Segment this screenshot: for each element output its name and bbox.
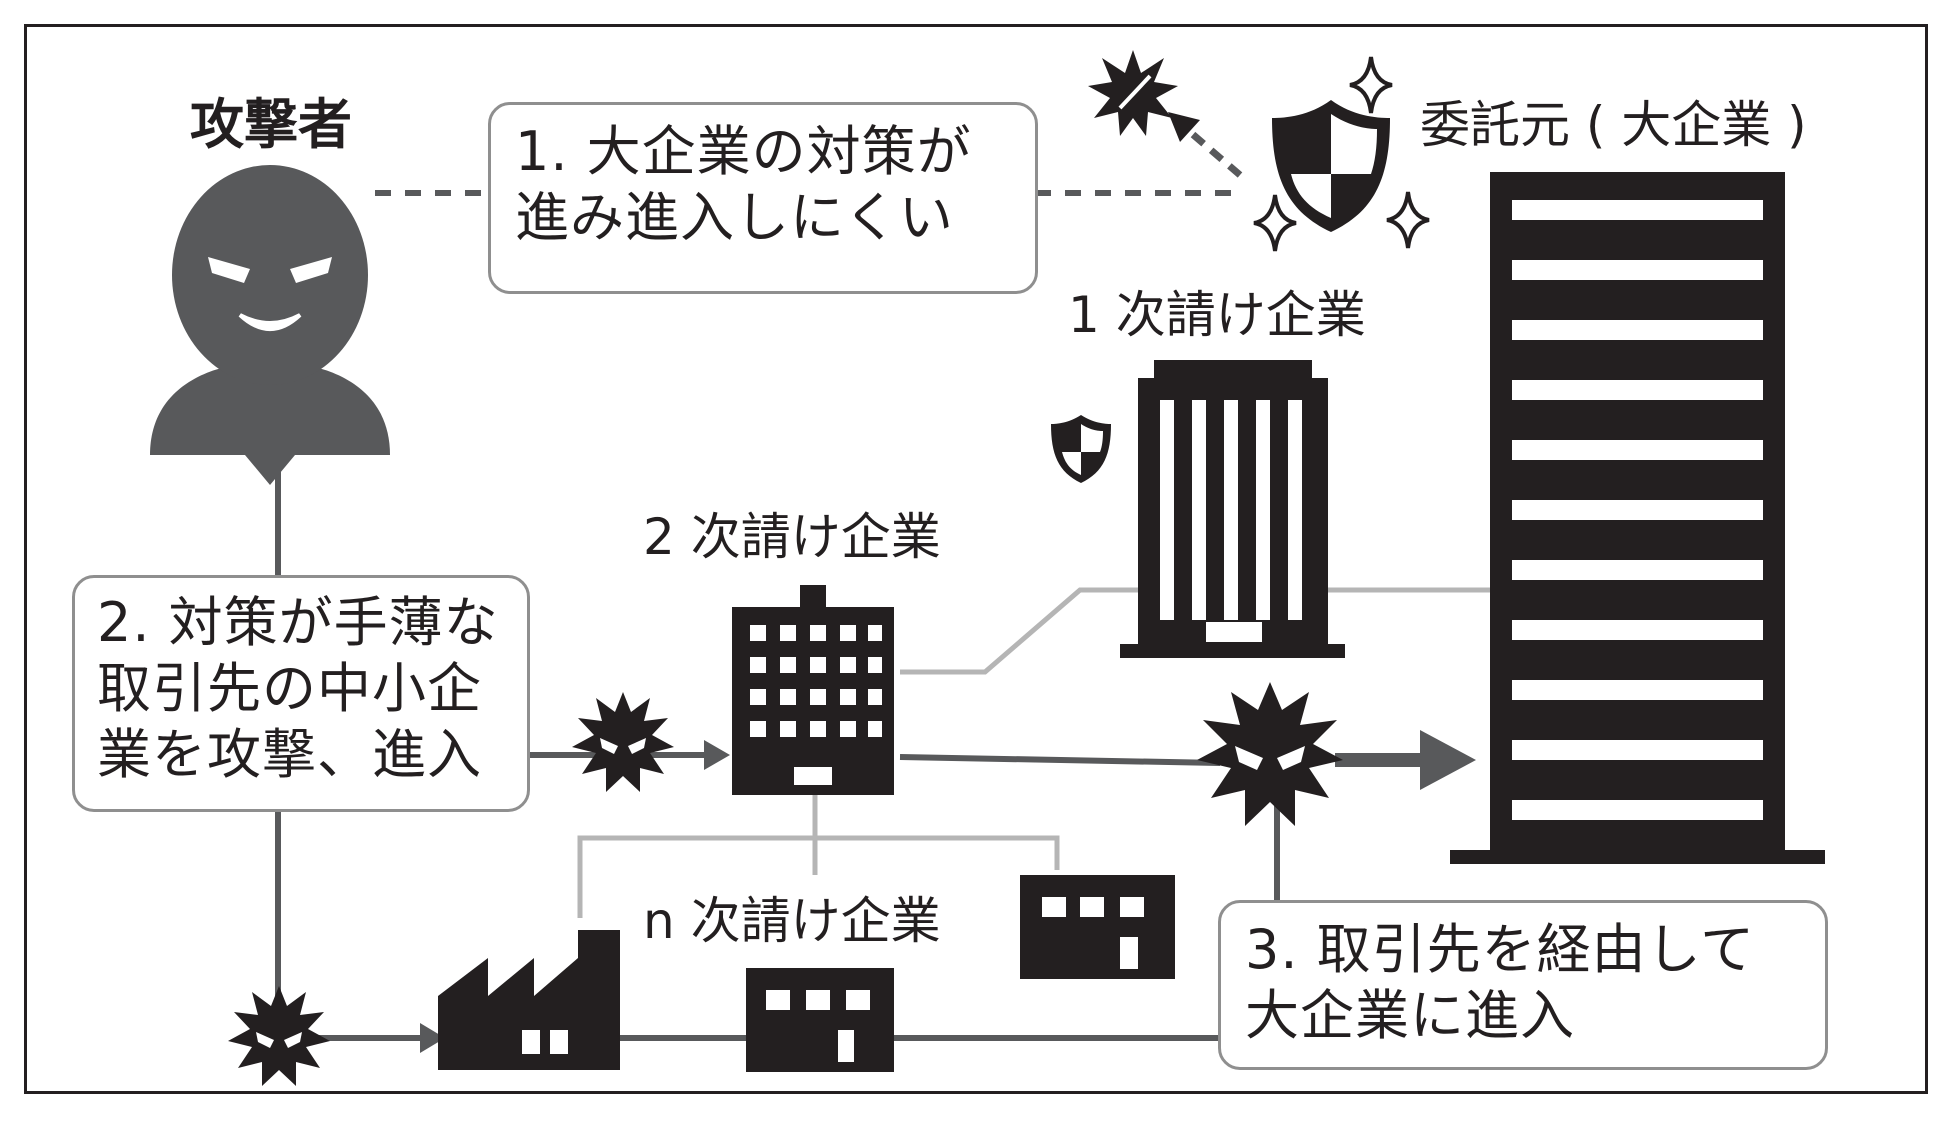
step3-box: 3. 取引先を経由して 大企業に進入 [1218,900,1828,1070]
step2-line-1: 2. 対策が手薄な [97,590,505,656]
virus-icon [226,984,332,1090]
step1-line-2: 進み進入しにくい [515,185,1011,251]
blocked-dash-arrow [1190,132,1240,175]
attacker-label: 攻撃者 [190,98,352,152]
step3-line-1: 3. 取引先を経由して [1245,917,1801,983]
client-building-icon [1450,172,1825,864]
tier2-to-virus-line [900,757,1220,763]
step3-line-2: 大企業に進入 [1245,983,1801,1049]
warehouse-icon [1010,875,1185,985]
step1-line-1: 1. 大企業の対策が [515,119,1011,185]
virus-icon [570,690,676,796]
small-office-icon [742,968,898,1076]
blocked-burst-icon [1088,48,1178,138]
tier2-label: 2 次請け企業 [643,512,941,562]
tier1-building-icon [1120,360,1345,660]
sparkle-icon [1385,190,1431,250]
tier1-label: 1 次請け企業 [1068,290,1366,340]
small-shield-icon [1048,412,1114,486]
step1-box: 1. 大企業の対策が 進み進入しにくい [488,102,1038,294]
step2-box: 2. 対策が手薄な 取引先の中小企 業を攻撃、進入 [72,575,530,812]
sparkle-icon [1348,55,1394,115]
tier2-tier1-link [900,590,1145,672]
tiern-label: n 次請け企業 [643,896,941,946]
tier2-building-icon [722,585,904,795]
client-label: 委託元 ( 大企業 ) [1420,100,1807,150]
sparkle-icon [1252,193,1298,253]
factory-icon [438,930,624,1072]
step2-line-2: 取引先の中小企 [97,656,505,722]
step2-line-3: 業を攻撃、進入 [97,722,505,788]
large-virus-icon [1195,680,1345,830]
attacker-icon [150,165,390,485]
